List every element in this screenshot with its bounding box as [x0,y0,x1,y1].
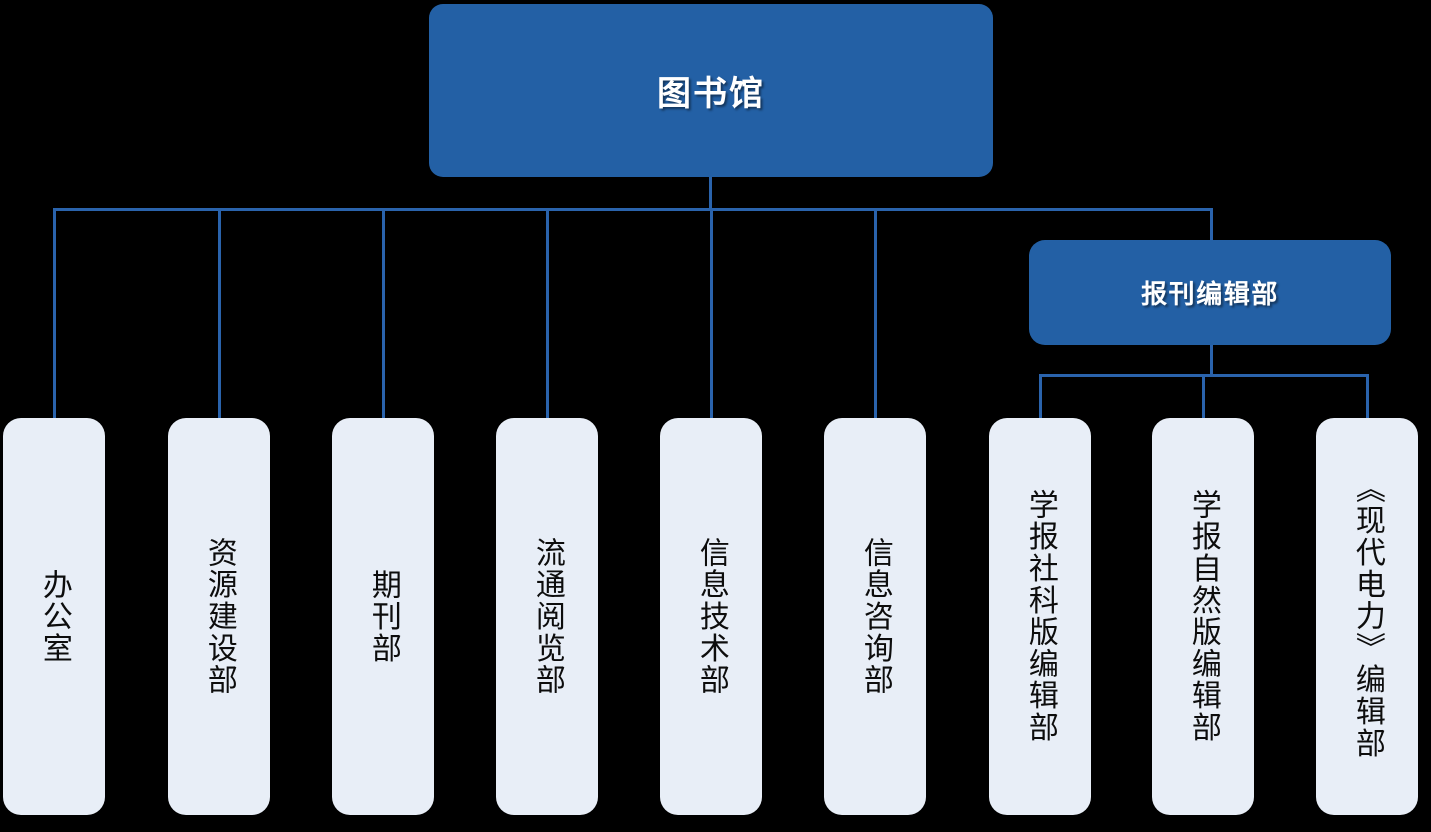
connector-drop-7 [1039,374,1042,420]
node-leaf-information-consulting[interactable]: 信息咨询部 [824,418,926,815]
node-branch-label: 报刊编辑部 [1141,279,1279,309]
connector-root-stem [709,177,712,211]
node-leaf-label: 资源建设部 [202,537,236,696]
connector-drop-9 [1366,374,1369,420]
connector-drop-4 [546,208,549,420]
connector-main-bus [53,208,1213,211]
node-leaf-office[interactable]: 办公室 [3,418,105,815]
connector-drop-1 [53,208,56,420]
node-leaf-journal-natural-science-editorial[interactable]: 学报自然版编辑部 [1152,418,1254,815]
connector-drop-3 [382,208,385,420]
node-leaf-label: 学报社科版编辑部 [1023,489,1057,744]
node-leaf-label: 信息技术部 [694,537,728,696]
node-leaf-information-technology[interactable]: 信息技术部 [660,418,762,815]
node-leaf-label: 期刊部 [366,568,400,665]
node-leaf-modern-electric-power-editorial[interactable]: 《现代电力》编辑部 [1316,418,1418,815]
node-leaf-circulation-reading[interactable]: 流通阅览部 [496,418,598,815]
node-leaf-label: 学报自然版编辑部 [1186,489,1220,744]
connector-drop-6 [874,208,877,420]
connector-drop-8 [1202,374,1205,420]
node-root-label: 图书馆 [656,75,766,113]
node-root-library[interactable]: 图书馆 [429,4,993,177]
node-leaf-label: 流通阅览部 [530,537,564,696]
node-branch-periodical-editorial[interactable]: 报刊编辑部 [1029,240,1391,345]
connector-branch-stem [1210,344,1213,376]
connector-drop-branch [1210,208,1213,244]
node-leaf-resource-construction[interactable]: 资源建设部 [168,418,270,815]
node-leaf-label: 办公室 [37,568,71,665]
node-leaf-periodicals[interactable]: 期刊部 [332,418,434,815]
node-leaf-label: 《现代电力》编辑部 [1350,473,1384,760]
node-leaf-journal-social-science-editorial[interactable]: 学报社科版编辑部 [989,418,1091,815]
node-leaf-label: 信息咨询部 [858,537,892,696]
connector-drop-5 [710,208,713,420]
connector-drop-2 [218,208,221,420]
